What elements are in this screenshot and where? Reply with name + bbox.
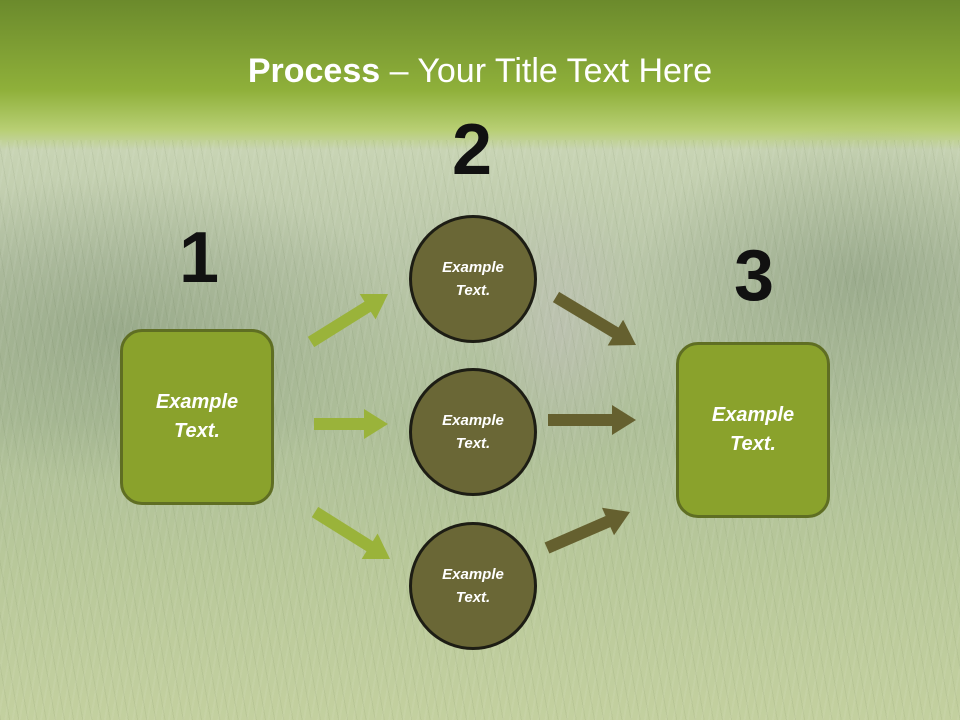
slide-title: Process – Your Title Text Here — [0, 52, 960, 91]
step-2-top-text: Example Text. — [442, 259, 504, 299]
arrow-from-top-circle — [552, 291, 636, 346]
step-1-text: Example Text. — [155, 391, 239, 442]
title-rest: – Your Title Text Here — [380, 52, 713, 90]
arrow-to-middle-circle — [314, 409, 388, 439]
step-1-box: Example Text. — [120, 329, 274, 505]
step-1-number: 1 — [178, 218, 220, 298]
step-2-circle-top: Example Text. — [409, 215, 537, 343]
step-3-number: 3 — [733, 236, 775, 316]
step-2-middle-text: Example Text. — [442, 412, 504, 452]
step-3-box: Example Text. — [676, 342, 830, 518]
arrow-from-bottom-circle — [544, 507, 630, 554]
step-2-circle-bottom: Example Text. — [409, 522, 537, 650]
step-2-circle-middle: Example Text. — [409, 368, 537, 496]
arrow-from-middle-circle — [548, 405, 636, 435]
arrow-to-bottom-circle — [311, 506, 390, 559]
step-2-bottom-text: Example Text. — [442, 566, 504, 606]
step-2-number: 2 — [451, 110, 493, 190]
arrow-to-top-circle — [307, 294, 388, 348]
step-3-text: Example Text. — [711, 404, 795, 455]
title-bold: Process — [247, 52, 381, 90]
